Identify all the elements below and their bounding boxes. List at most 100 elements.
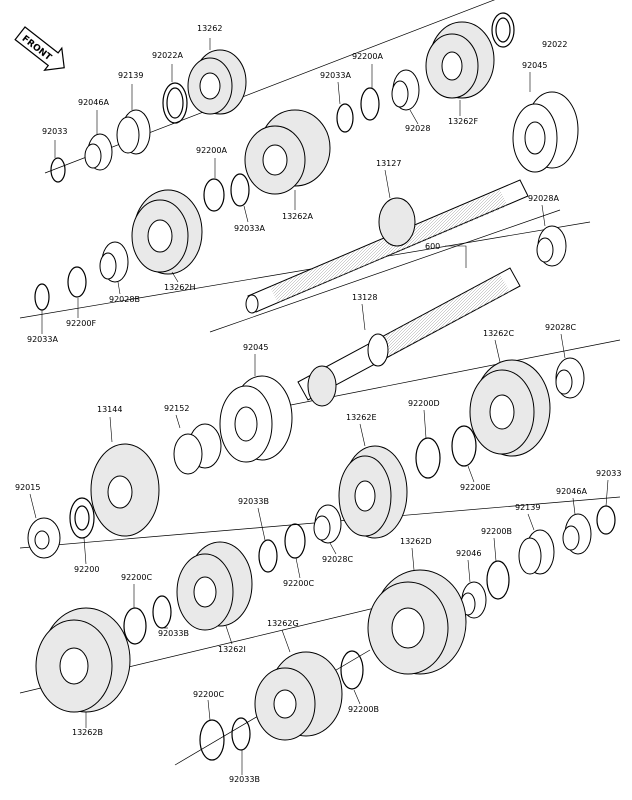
washer-92200f bbox=[67, 266, 87, 298]
circlip-92033b-mid bbox=[258, 539, 278, 573]
label-92033a-low: 92033A bbox=[27, 335, 58, 344]
label-13262a: 13262A bbox=[282, 212, 313, 221]
washer-92022a bbox=[162, 82, 188, 124]
label-13262h: 13262H bbox=[164, 283, 195, 292]
label-92022: 92022 bbox=[542, 40, 567, 49]
label-92200a-top: 92200A bbox=[352, 52, 383, 61]
gear-13262e bbox=[338, 445, 408, 539]
label-92200e: 92200E bbox=[460, 483, 491, 492]
label-92046a-right: 92046A bbox=[556, 487, 587, 496]
label-92200b-right: 92200B bbox=[481, 527, 512, 536]
gear-13262a bbox=[244, 109, 331, 195]
label-92033-right: 92033 bbox=[596, 469, 621, 478]
label-92028: 92028 bbox=[405, 124, 430, 133]
circlip-92033 bbox=[50, 157, 66, 183]
label-92033b-mid: 92033B bbox=[238, 497, 269, 506]
bearing-92045-top bbox=[512, 91, 579, 173]
bearing-92028c bbox=[555, 357, 585, 399]
label-92200c-mid: 92200C bbox=[283, 579, 314, 588]
gear-13262c bbox=[469, 359, 551, 457]
label-92200: 92200 bbox=[74, 565, 99, 574]
label-92200f: 92200F bbox=[66, 319, 96, 328]
label-92200a-mid: 92200A bbox=[196, 146, 227, 155]
label-92045-mid: 92045 bbox=[243, 343, 268, 352]
label-13262d: 13262D bbox=[400, 537, 432, 546]
label-92200d: 92200D bbox=[408, 399, 440, 408]
washer-92200 bbox=[69, 497, 95, 539]
label-92200c-left: 92200C bbox=[121, 573, 152, 582]
label-92200b-low: 92200B bbox=[348, 705, 379, 714]
gear-13262b bbox=[35, 607, 131, 713]
washer-92200e bbox=[451, 425, 477, 467]
collar-92152 bbox=[173, 423, 222, 475]
front-direction-badge: FRONT bbox=[14, 26, 65, 71]
label-13262i: 13262I bbox=[218, 645, 246, 654]
washer-92200c-left bbox=[123, 607, 147, 645]
circlip-92033-right bbox=[596, 505, 616, 535]
bushing-92139 bbox=[116, 109, 151, 155]
label-92028a: 92028A bbox=[528, 194, 559, 203]
nut-92015 bbox=[27, 517, 61, 559]
gear-13262f bbox=[425, 21, 495, 99]
bearing-92028b bbox=[99, 241, 129, 283]
label-92033a-top: 92033A bbox=[320, 71, 351, 80]
shaft-13128 bbox=[297, 267, 521, 407]
washer-92200b-low bbox=[340, 650, 364, 690]
gear-13262h bbox=[131, 189, 203, 275]
washer-92200c-bottom bbox=[199, 719, 225, 761]
label-92028c-mid: 92028C bbox=[322, 555, 353, 564]
gear-13262i bbox=[176, 541, 253, 631]
bushing-92139-right bbox=[518, 529, 555, 575]
gear-13262 bbox=[187, 49, 247, 115]
bearing-92046a-right bbox=[562, 513, 592, 555]
bearing-92045-mid bbox=[219, 375, 293, 463]
label-13262e: 13262E bbox=[346, 413, 377, 422]
washer-92200a-top bbox=[360, 87, 380, 121]
label-92046: 92046 bbox=[456, 549, 481, 558]
washer-92200b-right bbox=[486, 560, 510, 600]
label-92046a: 92046A bbox=[78, 98, 109, 107]
label-92045-top: 92045 bbox=[522, 61, 547, 70]
label-92015: 92015 bbox=[15, 483, 40, 492]
circlip-92033a-mid bbox=[230, 173, 250, 207]
label-92028b: 92028B bbox=[109, 295, 140, 304]
part-labels: 13262 92022A 92139 92046A 92033 92200A 9… bbox=[15, 24, 621, 784]
label-13262g: 13262G bbox=[267, 619, 299, 628]
label-92022a: 92022A bbox=[152, 51, 183, 60]
bearing-92028c-mid bbox=[313, 504, 342, 544]
circlip-92033a-low bbox=[34, 283, 50, 311]
label-92033: 92033 bbox=[42, 127, 67, 136]
sprocket-13144 bbox=[90, 443, 160, 537]
washer-92200c-mid bbox=[284, 523, 306, 559]
gear-13262d bbox=[367, 569, 467, 675]
leader-lines bbox=[29, 38, 609, 775]
label-13127: 13127 bbox=[376, 159, 401, 168]
gear-13262g bbox=[254, 651, 343, 741]
label-92033b-left: 92033B bbox=[158, 629, 189, 638]
washer-92200a-mid bbox=[203, 178, 225, 212]
label-13262c: 13262C bbox=[483, 329, 514, 338]
label-92033b-bottom: 92033B bbox=[229, 775, 260, 784]
label-92033a-mid: 92033A bbox=[234, 224, 265, 233]
circlip-92033b-left bbox=[152, 595, 172, 629]
bearing-92046a bbox=[84, 133, 113, 171]
shaft-13127 bbox=[245, 179, 529, 314]
bearing-92028a bbox=[536, 225, 567, 267]
label-13262f: 13262F bbox=[448, 117, 478, 126]
bearing-92028 bbox=[391, 69, 420, 111]
label-92152: 92152 bbox=[164, 404, 189, 413]
washer-92022 bbox=[491, 12, 515, 48]
label-92139: 92139 bbox=[118, 71, 143, 80]
label-13262b: 13262B bbox=[72, 728, 103, 737]
circlip-92033a-top bbox=[336, 103, 354, 133]
label-92139-right: 92139 bbox=[515, 503, 540, 512]
washer-92200d bbox=[415, 437, 441, 479]
bearing-92046 bbox=[460, 581, 487, 619]
label-13262: 13262 bbox=[197, 24, 222, 33]
label-92200c-bottom: 92200C bbox=[193, 690, 224, 699]
label-92028c: 92028C bbox=[545, 323, 576, 332]
circlip-92033b-bottom bbox=[231, 717, 251, 751]
label-600: 600 bbox=[425, 242, 440, 251]
